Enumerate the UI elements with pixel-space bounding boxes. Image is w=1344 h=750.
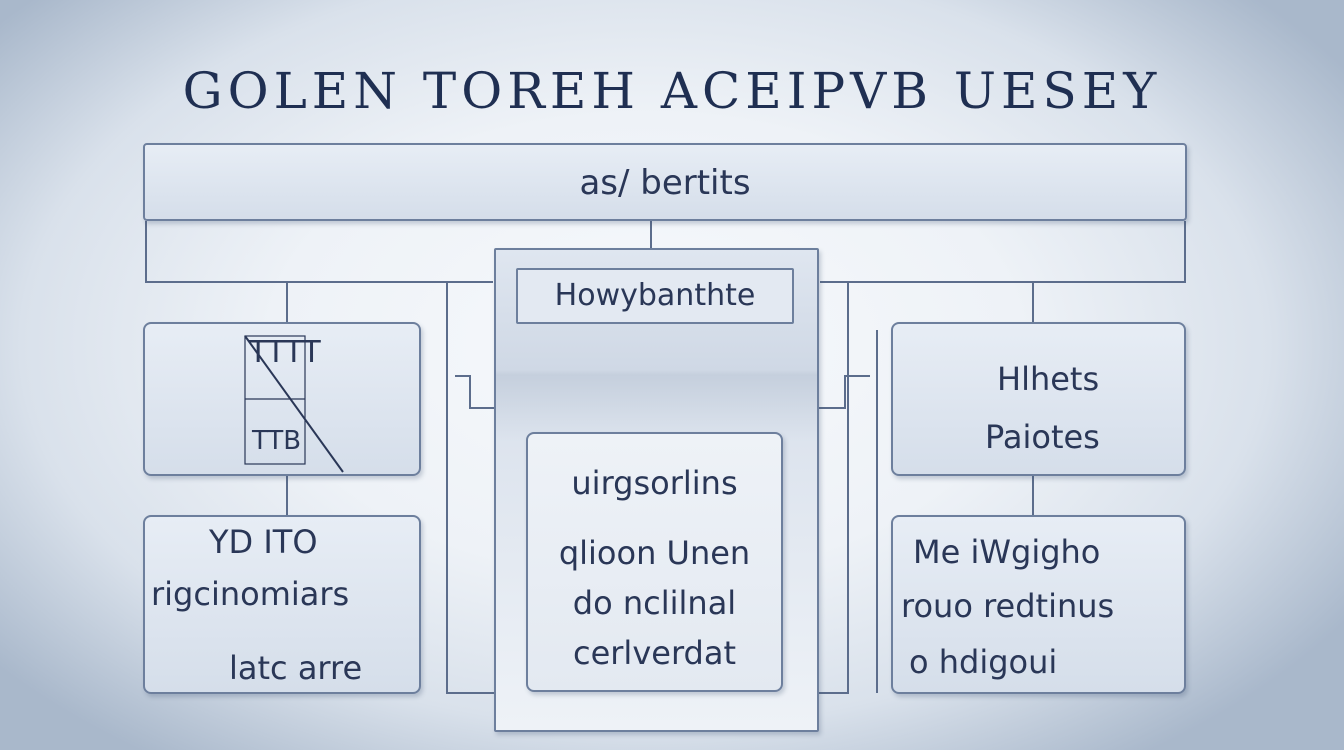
right-bottom-line-3: o hdigoui xyxy=(909,643,1058,681)
center-line-2: qlioon Unen xyxy=(558,534,751,572)
center-label: Howybanthte xyxy=(554,278,756,313)
left-bottom-box: YD ITO rigcinomiars latc arre xyxy=(143,515,421,694)
connector-right-inner xyxy=(819,282,849,694)
right-bottom-line-1: Me iWgigho xyxy=(913,533,1101,571)
right-top-box: Hlhets Paiotes xyxy=(891,322,1186,476)
table-chart-icon: TTTT TTB xyxy=(244,335,344,473)
center-label-box: Howybanthte xyxy=(516,268,794,324)
left-bottom-line-2: rigcinomiars xyxy=(151,575,350,613)
connector-left-inner xyxy=(446,282,494,694)
left-bottom-line-3: latc arre xyxy=(229,649,363,687)
top-bar-box: as/ bertits xyxy=(143,143,1187,221)
right-bottom-line-2: rouo redtinus xyxy=(901,587,1115,625)
left-top-glyph-bottom: TTB xyxy=(251,426,301,456)
top-bar-label: as/ bertits xyxy=(579,163,751,203)
right-top-line-2: Paiotes xyxy=(985,418,1100,456)
right-top-line-1: Hlhets xyxy=(997,360,1100,398)
connector-left-frame xyxy=(145,221,493,283)
left-top-box: TTTT TTB xyxy=(143,322,421,476)
center-line-3: do nclilnal xyxy=(572,584,737,622)
right-bottom-box: Me iWgigho rouo redtinus o hdigoui xyxy=(891,515,1186,694)
center-line-4: cerlverdat xyxy=(572,634,736,672)
left-top-glyph-top: TTTT xyxy=(248,335,321,370)
left-bottom-line-1: YD ITO xyxy=(209,523,318,561)
diagram-title: GOLEN TOREH ACEIPVB UESEY xyxy=(182,62,1162,120)
center-inner-box: uirgsorlins qlioon Unen do nclilnal cerl… xyxy=(526,432,783,692)
center-line-1: uirgsorlins xyxy=(571,464,738,502)
connector-right-frame xyxy=(820,221,1186,283)
